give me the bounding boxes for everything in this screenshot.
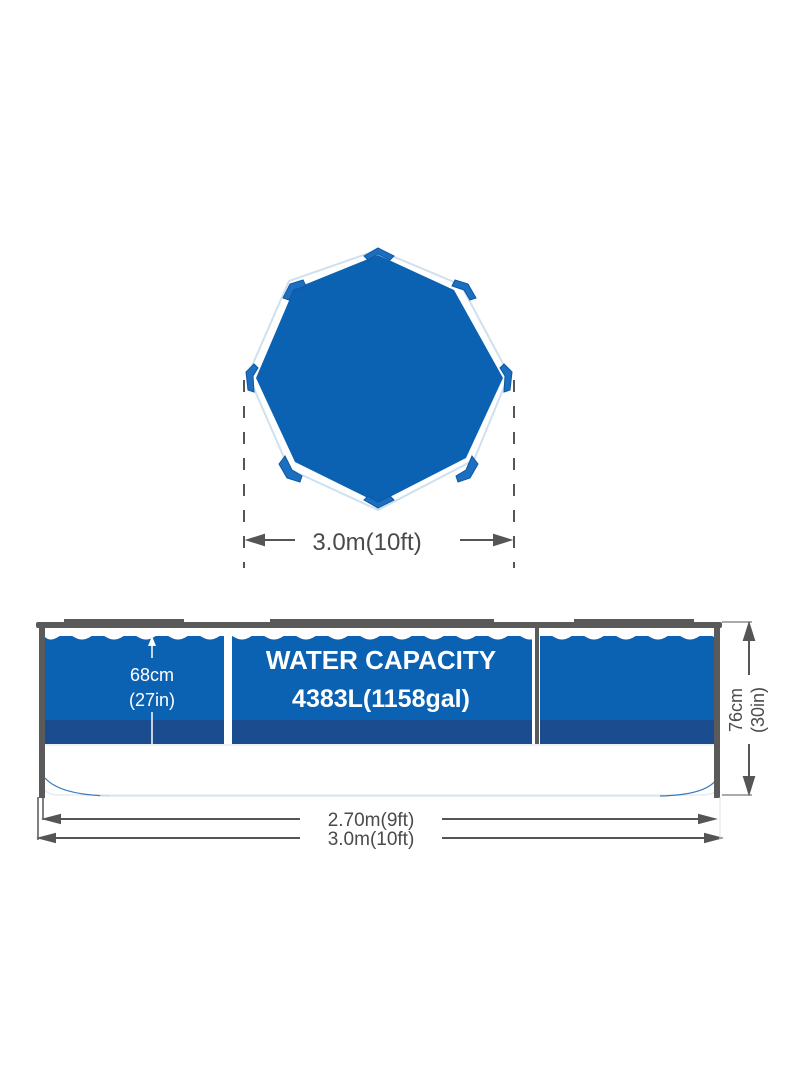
pool-height-cm: 76cm <box>726 688 746 732</box>
outer-width-label: 3.0m(10ft) <box>328 829 415 850</box>
pool-height-in: (30in) <box>748 687 768 733</box>
pool-top-octagon <box>256 255 503 503</box>
outer-width-dimension <box>36 797 724 844</box>
liner-curve-right <box>659 779 717 797</box>
frame-corner-brackets <box>245 247 513 509</box>
water-depth-arrow <box>148 636 156 744</box>
pool-frame <box>36 619 722 798</box>
water-panel-right <box>540 636 714 744</box>
water-panel-left <box>45 636 224 744</box>
pool-liner-base <box>41 744 719 796</box>
height-dimension <box>722 620 756 797</box>
pool-outline-octagon <box>246 248 511 512</box>
inner-width-dimension <box>41 797 718 825</box>
water-panel-center <box>232 636 532 744</box>
capacity-title: WATER CAPACITY <box>266 645 496 675</box>
side-view: 68cm (27in) WATER CAPACITY 4383L(1158gal… <box>36 619 768 850</box>
dimension-extension-lines <box>243 380 515 568</box>
water-surface-waves <box>45 628 714 640</box>
top-width-dimension <box>244 533 514 547</box>
top-view: 3.0m(10ft) <box>243 247 515 568</box>
inner-width-label: 2.70m(9ft) <box>328 810 415 831</box>
capacity-value: 4383L(1158gal) <box>292 685 470 713</box>
water-depth-in: (27in) <box>129 690 175 710</box>
top-width-label: 3.0m(10ft) <box>312 529 421 556</box>
water-depth-cm: 68cm <box>130 665 174 685</box>
